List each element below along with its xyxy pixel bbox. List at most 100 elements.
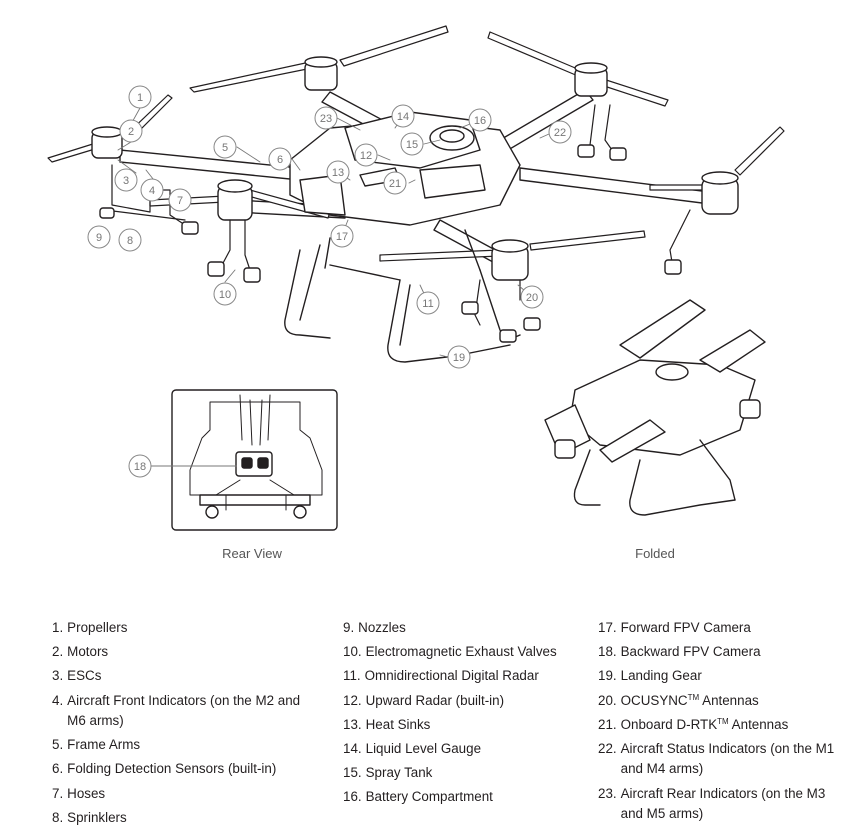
legend-item-label: Liquid Level Gauge	[365, 740, 482, 756]
legend-item-text: Sprinklers	[67, 808, 127, 829]
legend-item-text: Upward Radar (built-in)	[366, 691, 504, 712]
legend-item-text: Backward FPV Camera	[621, 642, 761, 663]
legend-item-number: 3.	[52, 668, 64, 684]
legend-item-text: Hoses	[67, 784, 105, 805]
legend-item-label: Backward FPV Camera	[620, 644, 761, 660]
legend-item-label: Onboard D-RTK	[620, 716, 718, 732]
spray-tank	[289, 111, 521, 226]
svg-text:4: 4	[149, 185, 155, 197]
folded-caption: Folded	[635, 546, 675, 561]
trademark-mark: TM	[717, 716, 729, 726]
callout-9: 9	[87, 225, 111, 249]
callout-1: 1	[128, 85, 152, 109]
legend-item-text: Forward FPV Camera	[621, 618, 751, 639]
legend-item-number: 2.	[52, 644, 64, 660]
svg-text:17: 17	[336, 231, 348, 243]
legend-item-text: Spray Tank	[366, 763, 433, 784]
legend-item-label: Landing Gear	[620, 668, 702, 684]
legend-item-number: 15.	[343, 765, 362, 781]
legend-item-label-suffix: Antennas	[699, 692, 759, 708]
legend-item: 1.Propellers	[52, 618, 307, 639]
legend-item-number: 17.	[598, 620, 617, 635]
svg-text:11: 11	[422, 298, 433, 310]
legend-item: 13.Heat Sinks	[343, 715, 563, 736]
legend-item: 6.Folding Detection Sensors (built-in)	[52, 759, 307, 780]
svg-text:8: 8	[127, 235, 133, 247]
legend-item-text: Aircraft Front Indicators (on the M2 and…	[67, 691, 307, 732]
legend-item-text: ESCs	[67, 666, 101, 687]
legend-item-number: 16.	[343, 789, 362, 805]
callout-22: 22	[548, 120, 572, 144]
svg-text:6: 6	[277, 154, 283, 166]
legend-item-number: 11.	[343, 668, 361, 684]
legend-column-1: 1.Propellers 2.Motors 3.ESCs 4.Aircraft Fro…	[52, 618, 307, 832]
legend-item: 17. Forward FPV Camera	[598, 618, 838, 639]
callout-circles: 1 2 3 4 5 6 7 8 9 10 11 12 13 14 15 16 1…	[87, 85, 572, 478]
legend-item-number: 13.	[343, 716, 362, 732]
callout-21: 21	[383, 171, 407, 195]
svg-text:22: 22	[554, 127, 566, 139]
svg-text:23: 23	[320, 113, 332, 125]
legend-item: 19.Landing Gear	[598, 666, 838, 687]
legend-item-label: Electromagnetic Exhaust Valves	[365, 644, 557, 660]
callout-12: 12	[354, 143, 378, 167]
legend-item: 7.Hoses	[52, 784, 307, 805]
legend-item-number: 23.	[598, 785, 617, 801]
legend-item: 23.Aircraft Rear Indicators (on the M3 a…	[598, 784, 838, 825]
legend-item: 9.Nozzles	[343, 618, 563, 639]
landing-gear	[284, 229, 521, 363]
legend-item-text: Aircraft Status Indicators (on the M1 an…	[621, 739, 838, 780]
propellers	[47, 25, 785, 262]
callout-23: 23	[314, 106, 338, 130]
legend-item: 2.Motors	[52, 642, 307, 663]
legend-item-number: 12.	[343, 692, 362, 708]
legend-item-number: 22.	[598, 740, 617, 756]
legend-item: 12.Upward Radar (built-in)	[343, 691, 563, 712]
hoses	[104, 104, 691, 326]
legend-item-label: Heat Sinks	[365, 716, 431, 732]
legend-item-label: Nozzles	[358, 620, 406, 635]
svg-text:20: 20	[526, 292, 538, 304]
legend-item-label: Propellers	[67, 620, 128, 635]
callout-15: 15	[400, 132, 424, 156]
callout-7: 7	[168, 188, 192, 212]
legend-item-label: Folding Detection Sensors (built-in)	[67, 761, 277, 777]
legend-item: 21.Onboard D-RTKTM Antennas	[598, 715, 838, 736]
svg-text:18: 18	[134, 461, 146, 473]
callout-8: 8	[118, 228, 142, 252]
legend-item-text: Electromagnetic Exhaust Valves	[366, 642, 557, 663]
legend-item-number: 1.	[52, 620, 64, 635]
callout-19: 19	[447, 345, 471, 369]
callout-20: 20	[520, 285, 544, 309]
legend-item-text: Propellers	[67, 618, 127, 639]
callout-2: 2	[119, 119, 143, 143]
legend-item: 4.Aircraft Front Indicators (on the M2 a…	[52, 691, 307, 732]
legend-item-label: Upward Radar (built-in)	[365, 692, 505, 708]
legend-item-label: Spray Tank	[365, 765, 433, 781]
legend-item-text: Onboard D-RTKTM Antennas	[621, 715, 789, 736]
legend-item-number: 6.	[52, 761, 64, 777]
svg-text:21: 21	[389, 178, 401, 190]
legend-item-text: Battery Compartment	[366, 787, 493, 808]
legend-item-label: ESCs	[67, 668, 102, 684]
legend-item: 8.Sprinklers	[52, 808, 307, 829]
folded-view	[544, 299, 766, 516]
legend-item-text: OCUSYNCTM Antennas	[621, 691, 759, 712]
legend-item: 5.Frame Arms	[52, 735, 307, 756]
legend-item-number: 7.	[52, 785, 64, 801]
legend-item-label: Omnidirectional Digital Radar	[364, 668, 539, 684]
motors	[91, 56, 739, 281]
legend-item: 11.Omnidirectional Digital Radar	[343, 666, 563, 687]
legend-item-text: Landing Gear	[621, 666, 702, 687]
svg-text:10: 10	[219, 289, 231, 301]
legend-item-text: Liquid Level Gauge	[366, 739, 481, 760]
legend-item-label: Aircraft Front Indicators (on the M2 and…	[67, 692, 301, 729]
svg-text:7: 7	[177, 195, 183, 207]
callout-13: 13	[326, 160, 350, 184]
callout-4: 4	[140, 178, 164, 202]
legend-item-number: 5.	[52, 737, 64, 753]
svg-text:15: 15	[406, 139, 418, 151]
legend-item: 15.Spray Tank	[343, 763, 563, 784]
legend-item-text: Heat Sinks	[366, 715, 431, 736]
